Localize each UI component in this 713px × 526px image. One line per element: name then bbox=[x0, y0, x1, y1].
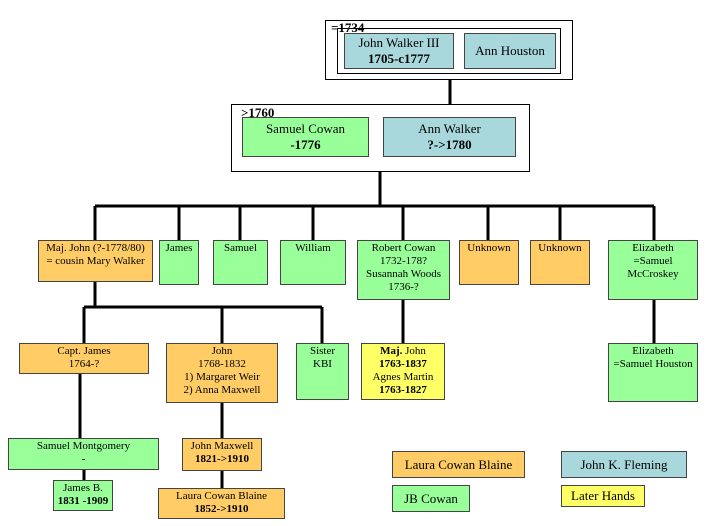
person-line: 1) Margaret Weir bbox=[184, 371, 260, 383]
person-line: 1768-1832 bbox=[198, 358, 246, 370]
person-samuel-montgomery: Samuel Montgomery - bbox=[8, 438, 159, 470]
person-line: John Maxwell bbox=[190, 440, 254, 452]
legend-label: JB Cowan bbox=[404, 490, 458, 506]
legend-label: Laura Cowan Blaine bbox=[404, 456, 513, 472]
person-capt-james: Capt. James 1764-? bbox=[19, 343, 149, 374]
person-name: Ann Walker bbox=[418, 121, 481, 136]
person-ann-walker: Ann Walker ?->1780 bbox=[383, 117, 516, 157]
person-line: Unknown bbox=[538, 242, 582, 254]
person-dates: -1776 bbox=[290, 137, 321, 152]
legend-laura-cowan-blaine: Laura Cowan Blaine bbox=[392, 451, 525, 478]
legend-later-hands: Later Hands bbox=[561, 485, 645, 507]
person-elizabeth: Elizabeth =Samuel McCroskey bbox=[608, 240, 698, 300]
person-unknown-2: Unknown bbox=[530, 240, 590, 285]
person-line: Samuel bbox=[224, 242, 257, 254]
person-line: Susannah Woods bbox=[366, 268, 441, 280]
person-john: John 1768-1832 1) Margaret Weir 2) Anna … bbox=[166, 343, 278, 403]
marriage1-date: =1734 bbox=[331, 20, 365, 35]
person-robert-cowan: Robert Cowan 1732-178? Susannah Woods 17… bbox=[357, 240, 450, 300]
person-line: Elizabeth bbox=[632, 242, 674, 254]
person-line: = cousin Mary Walker bbox=[46, 255, 145, 267]
person-line: Maj. John (?-1778/80) bbox=[46, 242, 145, 254]
person-name: Samuel Cowan bbox=[265, 121, 346, 136]
person-line: Capt. James bbox=[57, 345, 111, 357]
marriage2-date: >1760 bbox=[241, 105, 275, 120]
person-dates: 1705-c1777 bbox=[367, 51, 431, 66]
person-name: John bbox=[402, 345, 426, 357]
person-dates: ?->1780 bbox=[427, 137, 472, 152]
person-name: Ann Houston bbox=[475, 43, 545, 58]
person-maj-john-2: Maj. John 1763-1837 Agnes Martin 1763-18… bbox=[361, 343, 445, 400]
person-line: Agnes Martin bbox=[372, 371, 434, 383]
person-dates: 1763-1837 bbox=[379, 358, 427, 370]
person-unknown-1: Unknown bbox=[459, 240, 519, 285]
person-dates: 1831 -1909 bbox=[57, 495, 109, 507]
person-line: Robert Cowan bbox=[371, 242, 436, 254]
person-dates: 1763-1827 bbox=[379, 384, 427, 396]
person-line: Samuel Montgomery bbox=[36, 440, 131, 452]
person-sister-kbi: Sister KBI bbox=[296, 343, 349, 400]
legend-jb-cowan: JB Cowan bbox=[392, 485, 470, 512]
person-line: John bbox=[211, 345, 233, 357]
person-name: John Walker III bbox=[358, 35, 440, 50]
person-james-b: James B. 1831 -1909 bbox=[53, 480, 113, 511]
person-dates: 1821->1910 bbox=[195, 453, 249, 465]
legend-label: John K. Fleming bbox=[580, 456, 668, 472]
person-line: Maj. John bbox=[380, 345, 426, 358]
person-maj-john: Maj. John (?-1778/80) = cousin Mary Walk… bbox=[38, 240, 153, 282]
person-samuel-cowan: Samuel Cowan -1776 bbox=[242, 117, 369, 157]
person-line: James bbox=[165, 242, 193, 254]
person-line: 1736-? bbox=[388, 281, 419, 293]
person-james: James bbox=[159, 240, 199, 285]
person-line: McCroskey bbox=[627, 268, 679, 280]
person-line: 1732-178? bbox=[379, 255, 428, 267]
person-prefix: Maj. bbox=[380, 345, 403, 357]
legend-label: Later Hands bbox=[571, 488, 635, 503]
person-laura-cowan-blaine: Laura Cowan Blaine 1852->1910 bbox=[158, 488, 285, 519]
person-john-maxwell: John Maxwell 1821->1910 bbox=[182, 438, 262, 471]
person-line: Elizabeth bbox=[632, 345, 674, 357]
person-line: 2) Anna Maxwell bbox=[183, 384, 261, 396]
person-john-walker-iii: John Walker III 1705-c1777 bbox=[344, 33, 454, 69]
person-line: Sister bbox=[309, 345, 336, 357]
person-line: 1764-? bbox=[68, 358, 100, 370]
person-line: Laura Cowan Blaine bbox=[175, 490, 268, 502]
person-line: - bbox=[81, 453, 86, 465]
person-ann-houston: Ann Houston bbox=[464, 33, 556, 69]
person-line: =Samuel bbox=[633, 255, 673, 267]
person-line: Unknown bbox=[467, 242, 511, 254]
person-william: William bbox=[280, 240, 346, 285]
person-elizabeth-2: Elizabeth =Samuel Houston bbox=[608, 343, 698, 402]
legend-john-k-fleming: John K. Fleming bbox=[561, 451, 687, 478]
person-line: KBI bbox=[313, 358, 332, 370]
person-line: William bbox=[295, 242, 331, 254]
person-line: James B. bbox=[63, 482, 103, 494]
person-dates: 1852->1910 bbox=[194, 503, 249, 515]
person-line: =Samuel Houston bbox=[613, 358, 693, 370]
person-samuel: Samuel bbox=[213, 240, 268, 285]
